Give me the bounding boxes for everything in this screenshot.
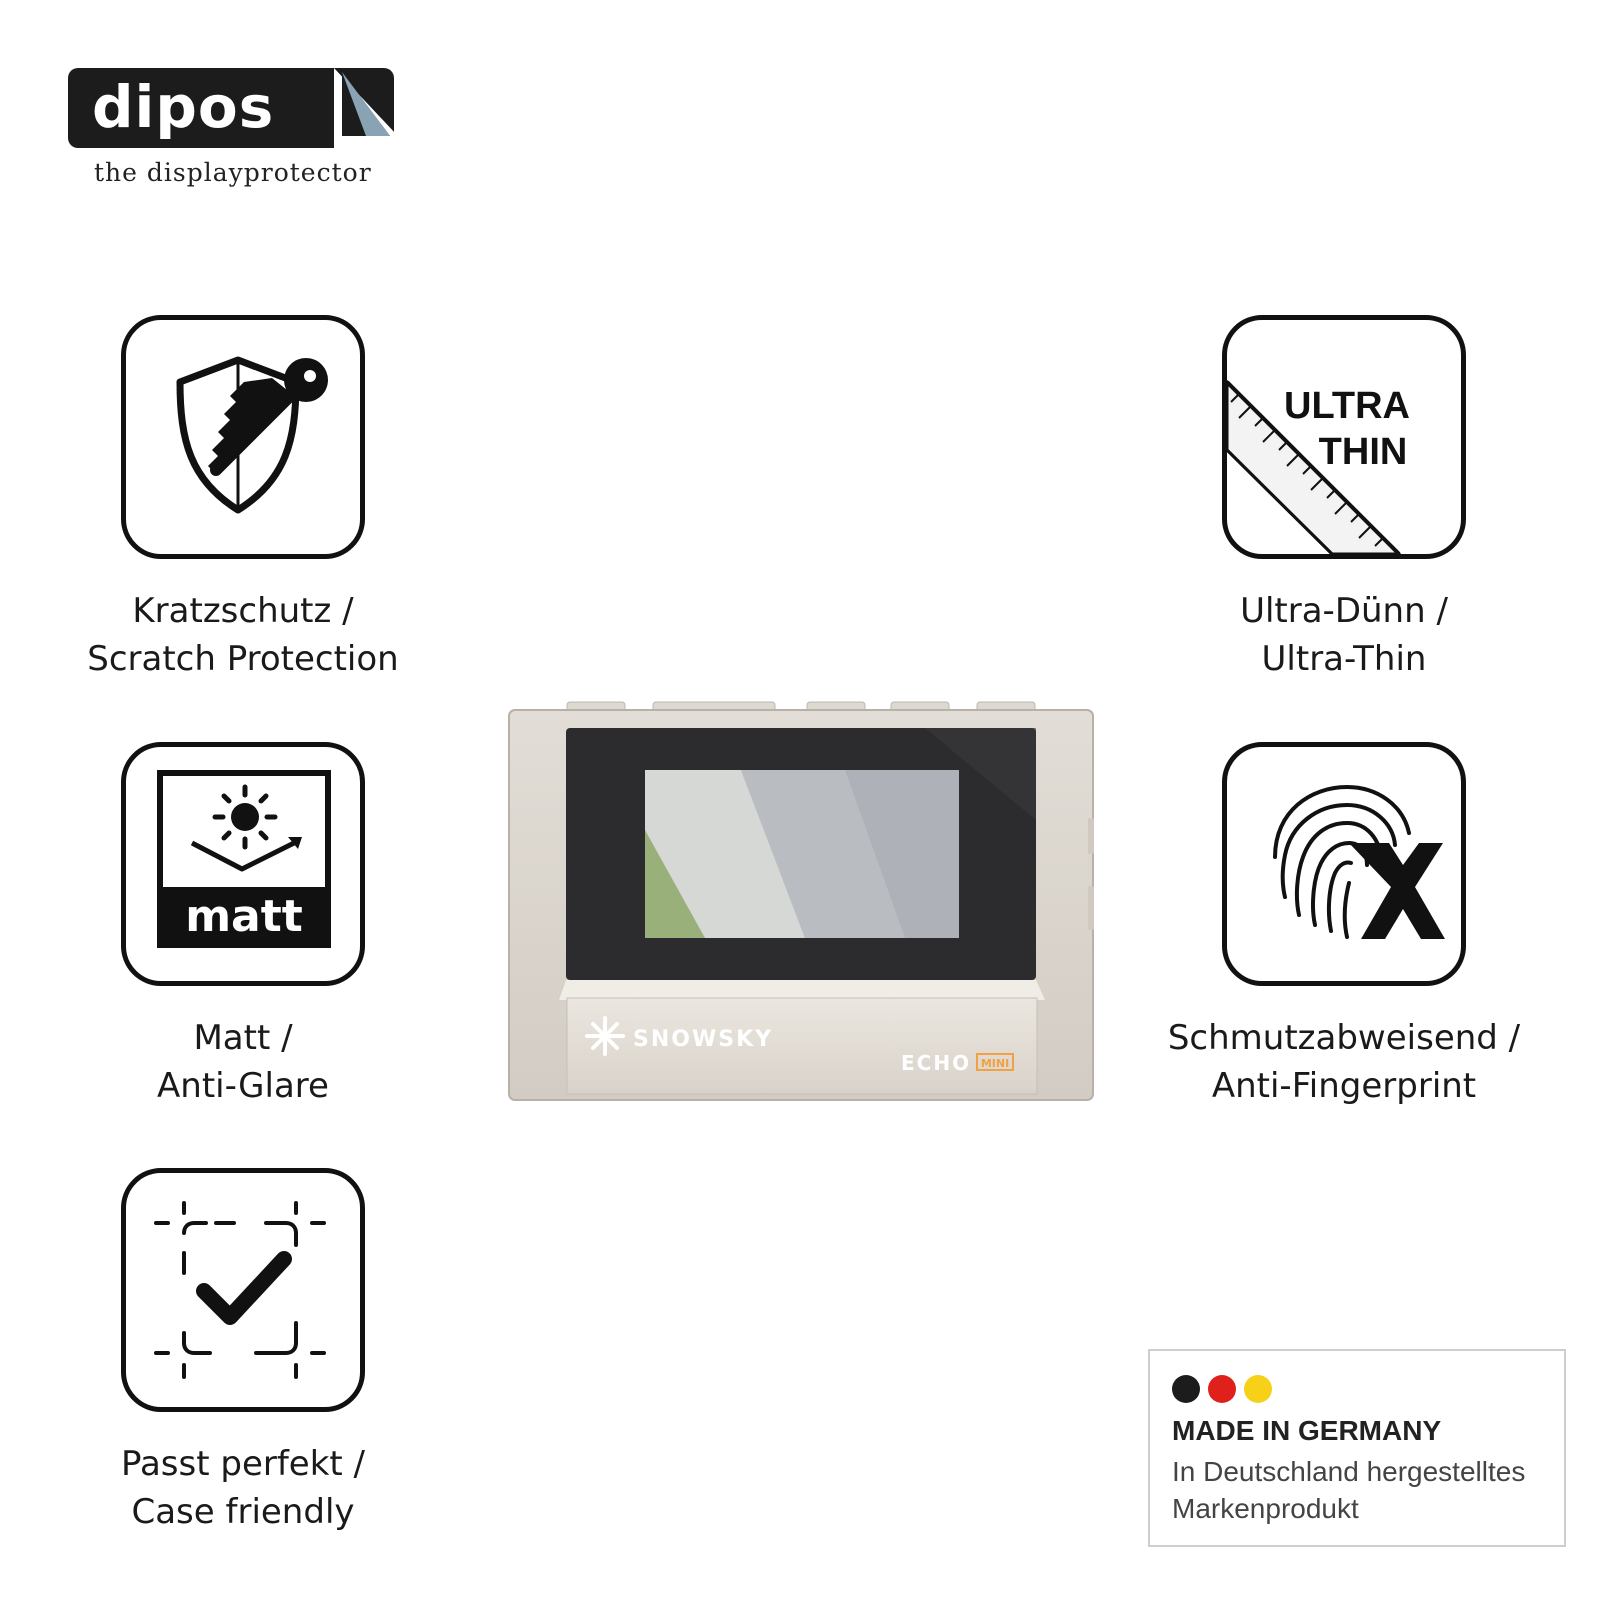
feature-scratch-protection: Kratzschutz / Scratch Protection: [63, 315, 423, 683]
fingerprint-x-icon: [1273, 784, 1445, 939]
feature-label-de: Schmutzabweisend /: [1167, 1018, 1521, 1058]
matt-sun-icon: matt: [157, 770, 331, 948]
feature-tile: ULTRA THIN: [1222, 315, 1466, 559]
made-in-germany-subtitle: In Deutschland hergestelltes Markenprodu…: [1172, 1456, 1526, 1524]
logo-wordmark: dipos: [92, 73, 275, 141]
feature-label-en: Anti-Glare: [157, 1066, 329, 1106]
mp3-player-illustration: SNOWSKY ECHO MINI: [508, 701, 1094, 1101]
device-model: ECHO: [901, 1051, 971, 1075]
ultra-thin-ruler-icon: ULTRA THIN: [1227, 379, 1410, 554]
feature-label-en: Scratch Protection: [87, 639, 399, 679]
flag-dot-black: [1172, 1375, 1200, 1403]
feature-label-en: Ultra-Thin: [1261, 639, 1427, 679]
device-model-badge: MINI: [981, 1057, 1009, 1070]
feature-label-de: Kratzschutz /: [132, 591, 354, 631]
dipos-logo: dipos the displayprotector: [68, 68, 398, 188]
feature-label-en: Case friendly: [131, 1492, 355, 1532]
logo-fold-icon: [334, 68, 396, 150]
ultra-badge-line2: THIN: [1319, 431, 1408, 473]
ultra-badge-line1: ULTRA: [1284, 385, 1410, 427]
logo-tagline: the displayprotector: [94, 158, 372, 187]
feature-anti-fingerprint: Schmutzabweisend / Anti-Fingerprint: [1164, 742, 1524, 1110]
feature-label-de: Passt perfekt /: [120, 1444, 366, 1484]
device-image: SNOWSKY ECHO MINI: [505, 700, 1095, 1110]
feature-tile: [121, 315, 365, 559]
feature-matt: matt Matt / Anti-Glare: [63, 742, 423, 1110]
feature-tile: [121, 1168, 365, 1412]
feature-tile: [1222, 742, 1466, 986]
feature-label-en: Anti-Fingerprint: [1211, 1066, 1477, 1106]
feature-ultra-thin: ULTRA THIN Ultra-Dünn / Ultra-Thin: [1164, 315, 1524, 683]
germany-flag-dots: [1172, 1375, 1275, 1405]
matt-badge: matt: [185, 891, 303, 942]
feature-label-de: Ultra-Dünn /: [1240, 591, 1448, 631]
device-brand: SNOWSKY: [633, 1027, 773, 1052]
feature-label-de: Matt /: [193, 1018, 293, 1058]
feature-tile: matt: [121, 742, 365, 986]
case-friendly-check-icon: [154, 1201, 326, 1379]
feature-case-friendly: Passt perfekt / Case friendly: [63, 1168, 423, 1536]
flag-dot-gold: [1244, 1375, 1273, 1403]
made-in-germany-badge: MADE IN GERMANY In Deutschland hergestel…: [1148, 1349, 1566, 1547]
made-in-germany-title: MADE IN GERMANY: [1172, 1415, 1442, 1446]
flag-dot-red: [1208, 1375, 1237, 1403]
snowsky-logo-icon: [585, 1016, 625, 1056]
shield-key-icon: [176, 356, 328, 514]
